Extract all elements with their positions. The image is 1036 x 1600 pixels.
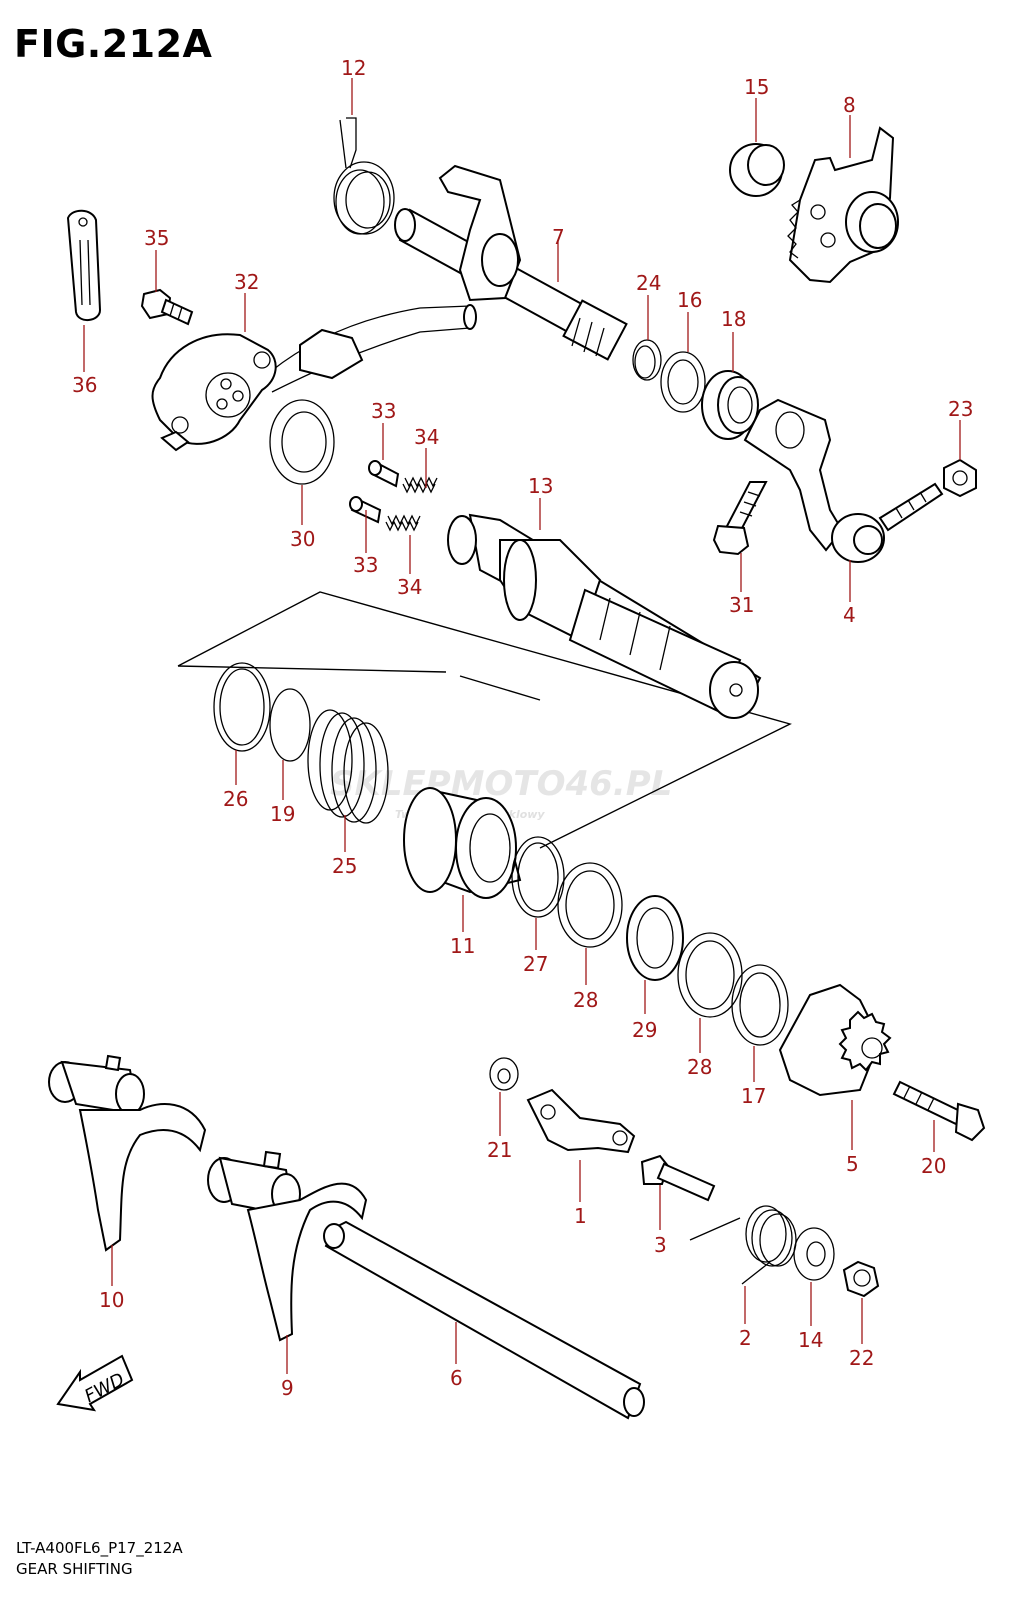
part-17-washer xyxy=(731,964,789,1046)
part-6-fork-shaft xyxy=(323,1220,645,1420)
callout-5: 5 xyxy=(846,1152,859,1176)
figure-title: FIG.212A xyxy=(14,22,213,66)
watermark-brand: SKLEPMOTO46.PL xyxy=(330,764,672,804)
assembly-frame xyxy=(177,591,792,849)
callout-17: 17 xyxy=(741,1084,766,1108)
part-36-clip xyxy=(66,209,102,321)
part-27-circlip xyxy=(511,836,565,918)
callout-20: 20 xyxy=(921,1154,946,1178)
part-4-shift-lever-arm xyxy=(743,398,944,563)
callout-15: 15 xyxy=(744,75,769,99)
callout-1: 1 xyxy=(574,1204,587,1228)
callout-26: 26 xyxy=(223,787,248,811)
part-1-lever xyxy=(526,1088,636,1154)
part-8-gear-arm xyxy=(787,126,899,284)
callout-28-b: 28 xyxy=(687,1055,712,1079)
part-20-bolt xyxy=(892,1080,986,1142)
part-26-ring xyxy=(213,662,271,752)
fwd-arrow: FWD xyxy=(56,1354,134,1412)
callout-labels: 12 15 8 35 32 7 24 16 18 36 33 34 23 13 … xyxy=(72,56,973,1400)
callout-21: 21 xyxy=(487,1138,512,1162)
callout-36: 36 xyxy=(72,373,97,397)
callout-33-upper: 33 xyxy=(371,399,396,423)
part-23-nut xyxy=(943,458,977,498)
part-35-bolt xyxy=(140,288,194,326)
figure-code: LT-A400FL6_P17_212A xyxy=(16,1539,183,1557)
callout-22: 22 xyxy=(849,1346,874,1370)
figure-footer: LT-A400FL6_P17_212A GEAR SHIFTING xyxy=(16,1538,183,1580)
callout-4: 4 xyxy=(843,603,856,627)
part-2-spring xyxy=(689,1205,797,1285)
callout-9: 9 xyxy=(281,1376,294,1400)
part-22-nut xyxy=(842,1260,880,1298)
part-25-spring xyxy=(307,709,389,824)
part-32-gear-position-switch xyxy=(151,304,477,452)
part-29-bearing xyxy=(626,895,684,981)
callout-29: 29 xyxy=(632,1018,657,1042)
part-10-gearshift-fork xyxy=(48,1054,207,1252)
callout-28-a: 28 xyxy=(573,988,598,1012)
callout-27: 27 xyxy=(523,952,548,976)
callout-14: 14 xyxy=(798,1328,823,1352)
part-31-bolt xyxy=(712,481,768,556)
part-7-gearshift-shaft xyxy=(394,164,628,361)
leader-lines xyxy=(83,78,961,1374)
callout-18: 18 xyxy=(721,307,746,331)
part-11-gear-shift-cam-driven xyxy=(403,787,522,899)
part-33-pin-upper xyxy=(368,460,400,488)
part-16-washer xyxy=(660,351,706,413)
part-15-collar xyxy=(729,143,785,197)
part-18-oil-seal xyxy=(701,370,759,440)
part-33-pin-lower xyxy=(349,496,382,524)
part-34-spring-upper xyxy=(402,476,438,494)
part-34-spring-lower xyxy=(385,514,421,532)
callout-12: 12 xyxy=(341,56,366,80)
callout-25: 25 xyxy=(332,854,357,878)
callout-11: 11 xyxy=(450,934,475,958)
callout-2: 2 xyxy=(739,1326,752,1350)
callout-24: 24 xyxy=(636,271,661,295)
callout-34-upper: 34 xyxy=(414,425,439,449)
callout-35: 35 xyxy=(144,226,169,250)
part-30-washer xyxy=(269,399,335,485)
callout-16: 16 xyxy=(677,288,702,312)
callout-3: 3 xyxy=(654,1233,667,1257)
part-24-circlip xyxy=(632,339,662,381)
part-28-washer-a xyxy=(557,862,623,948)
callout-7: 7 xyxy=(552,225,565,249)
figure-section-name: GEAR SHIFTING xyxy=(16,1560,133,1578)
callout-6: 6 xyxy=(450,1366,463,1390)
part-13-gearshift-cam xyxy=(447,513,762,719)
callout-32: 32 xyxy=(234,270,259,294)
callout-19: 19 xyxy=(270,802,295,826)
callout-31: 31 xyxy=(729,593,754,617)
part-9-gearshift-fork xyxy=(207,1150,368,1342)
part-12-spring xyxy=(333,117,395,235)
part-19-circlip xyxy=(269,688,311,762)
callout-33-lower: 33 xyxy=(353,553,378,577)
callout-13: 13 xyxy=(528,474,553,498)
part-5-stopper xyxy=(778,983,892,1097)
callout-23: 23 xyxy=(948,397,973,421)
callout-10: 10 xyxy=(99,1288,124,1312)
callout-8: 8 xyxy=(843,93,856,117)
part-14-washer xyxy=(793,1227,835,1281)
callout-34-lower: 34 xyxy=(397,575,422,599)
part-21-washer xyxy=(489,1057,519,1091)
callout-30: 30 xyxy=(290,527,315,551)
part-3-bolt xyxy=(640,1154,716,1202)
